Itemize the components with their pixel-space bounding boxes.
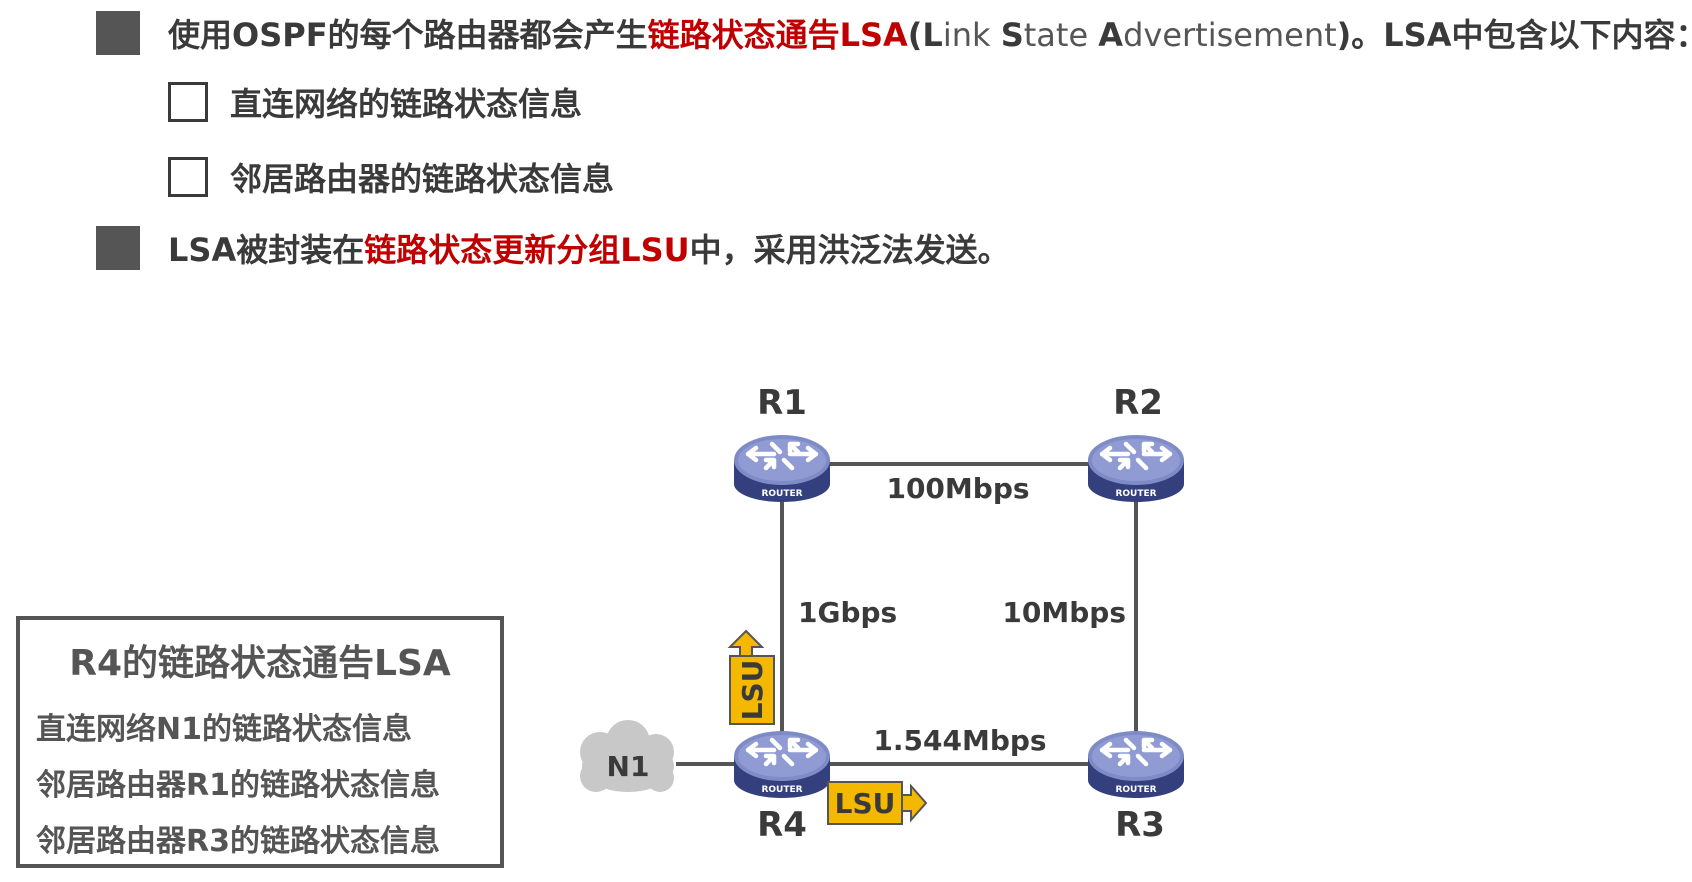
lsu-packet-right: LSU (827, 781, 928, 825)
sub-bullet-text-1: 直连网络的链路状态信息 (230, 85, 583, 123)
router-caption: ROUTER (1115, 489, 1156, 499)
bullet-text-lsa-pre: 使用OSPF的每个路由器都会产生 (168, 16, 648, 54)
link-label-1gbps: 1Gbps (798, 596, 897, 629)
link-label-100mbps: 100Mbps (886, 472, 1029, 505)
sub-bullet-text-2: 邻居路由器的链路状态信息 (230, 160, 615, 198)
link-label-10mbps: 10Mbps (1002, 596, 1126, 629)
router-r4: ROUTER (734, 731, 830, 798)
bullet-text-lsu-pre: LSA被封装在 (168, 231, 365, 269)
abbr-a: A (1098, 16, 1124, 54)
router-caption: ROUTER (1115, 785, 1156, 795)
lsu-label-right: LSU (835, 787, 896, 820)
cloud-icon (580, 720, 674, 792)
bullet-text-lsu-post: 中，采用洪泛法发送。 (689, 231, 1010, 269)
word-ink: ink (942, 16, 1001, 54)
checkbox-icon (168, 82, 208, 122)
network-n1: N1 (580, 720, 674, 792)
router-label-r4: R4 (757, 805, 807, 845)
bullet-text-lsa: 使用OSPF的每个路由器都会产生链路状态通告LSA(Link State Adv… (168, 10, 1692, 56)
lsa-item-r1: 邻居路由器R1的链路状态信息 (36, 768, 440, 803)
bullet-ospf-lsa: 使用OSPF的每个路由器都会产生链路状态通告LSA(Link State Adv… (96, 10, 1692, 56)
lsa-item-r3: 邻居路由器R3的链路状态信息 (36, 824, 440, 859)
router-r2: ROUTER (1088, 435, 1184, 502)
router-caption: ROUTER (761, 489, 802, 499)
bullet-text-lsu: LSA被封装在链路状态更新分组LSU中，采用洪泛法发送。 (168, 225, 1010, 271)
paren-open: ( (907, 16, 923, 54)
router-r1: ROUTER (734, 435, 830, 502)
router-label-r2: R2 (1113, 383, 1163, 423)
lsu-packet-up: LSU (727, 629, 775, 725)
router-label-r3: R3 (1115, 805, 1165, 845)
link-label-1544mbps: 1.544Mbps (873, 724, 1046, 757)
bullet-text-lsa-post: 。LSA中包含以下内容： (1351, 16, 1692, 54)
router-label-r1: R1 (757, 383, 807, 423)
lsa-item-n1: 直连网络N1的链路状态信息 (36, 712, 412, 747)
bullet-lsu: LSA被封装在链路状态更新分组LSU中，采用洪泛法发送。 (96, 225, 1010, 271)
lsa-highlight: 链路状态通告LSA (647, 16, 908, 54)
square-bullet-icon (96, 11, 140, 55)
lsu-highlight: 链路状态更新分组LSU (364, 231, 690, 269)
arrow-icon (901, 783, 928, 823)
network-label-n1: N1 (607, 750, 650, 783)
arrow-icon (727, 629, 765, 657)
abbr-s: S (1000, 16, 1024, 54)
checkbox-icon (168, 157, 208, 197)
paren-close: ) (1336, 16, 1352, 54)
lsa-box-title: R4的链路状态通告LSA (69, 643, 451, 684)
word-dvertisement: dvertisement (1123, 16, 1337, 54)
router-r3: ROUTER (1088, 731, 1184, 798)
square-bullet-icon (96, 226, 140, 270)
abbr-l: L (922, 16, 943, 54)
word-tate: tate (1023, 16, 1099, 54)
sub-bullet-direct-network: 直连网络的链路状态信息 (168, 79, 582, 125)
r4-lsa-box: R4的链路状态通告LSA 直连网络N1的链路状态信息 邻居路由器R1的链路状态信… (16, 616, 504, 868)
sub-bullet-neighbor-router: 邻居路由器的链路状态信息 (168, 154, 614, 200)
router-caption: ROUTER (761, 785, 802, 795)
lsu-label-up: LSU (736, 660, 769, 721)
